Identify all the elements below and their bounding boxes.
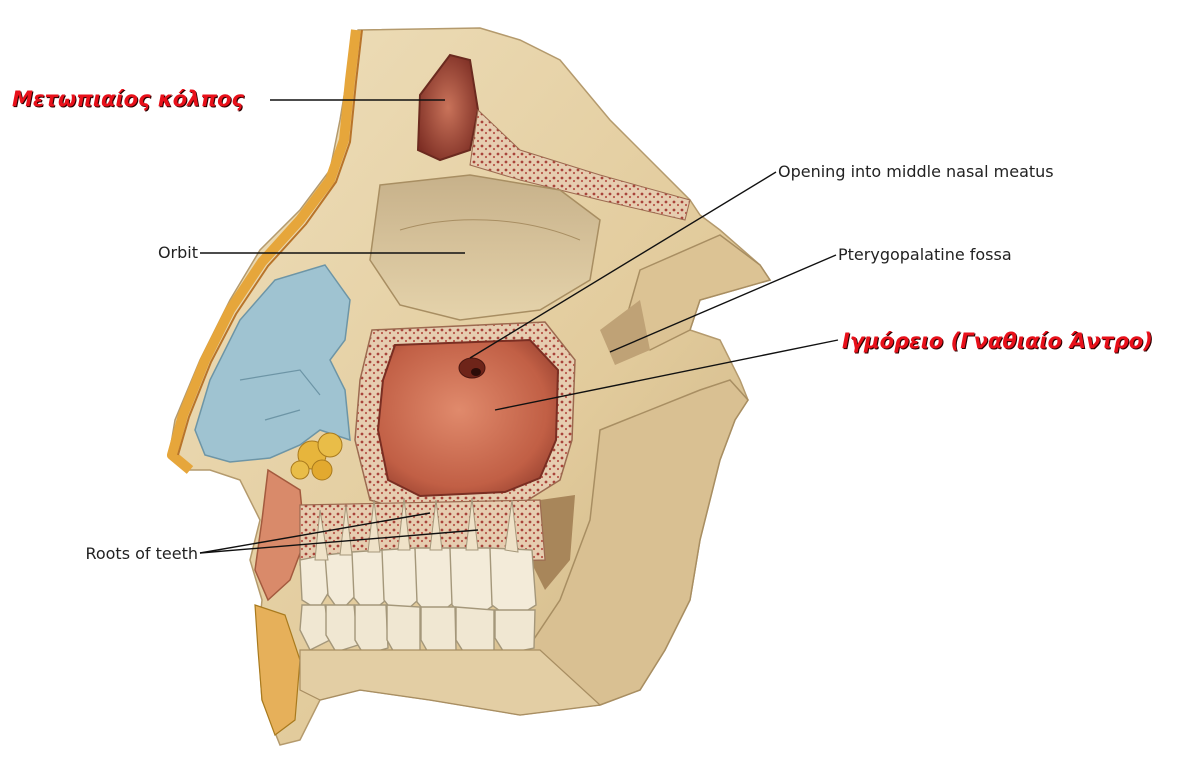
leader-maxillary [494, 339, 839, 411]
label-orbit: Orbit [157, 243, 198, 262]
label-maxillary-sinus: Ιγμόρειο (Γναθιαίο Άντρο) [842, 329, 1153, 353]
mandible [519, 379, 749, 711]
lower-teeth [299, 604, 536, 657]
orbit-cavity [369, 174, 601, 321]
leader-opening [469, 171, 777, 359]
label-pterygopalatine-fossa: Pterygopalatine fossa [838, 245, 1012, 264]
nasal-cartilage [194, 264, 351, 463]
label-frontal-sinus: Μετωπιαίος κόλπος [12, 87, 244, 111]
maxillary-sinus-cavity [376, 338, 560, 498]
soft-tissue-edge [167, 29, 361, 474]
label-roots-of-teeth: Roots of teeth [85, 544, 198, 563]
leader-lines [199, 99, 839, 554]
alar-fat [290, 432, 343, 481]
leader-roots-1 [199, 512, 431, 554]
sinus-ostium [458, 357, 486, 379]
leader-pterygopalatine [609, 254, 837, 353]
lip-tissue [254, 468, 306, 602]
label-opening-middle-meatus: Opening into middle nasal meatus [778, 162, 1054, 181]
frontal-sinus-cavity [416, 53, 480, 162]
leader-roots-2 [199, 529, 479, 554]
